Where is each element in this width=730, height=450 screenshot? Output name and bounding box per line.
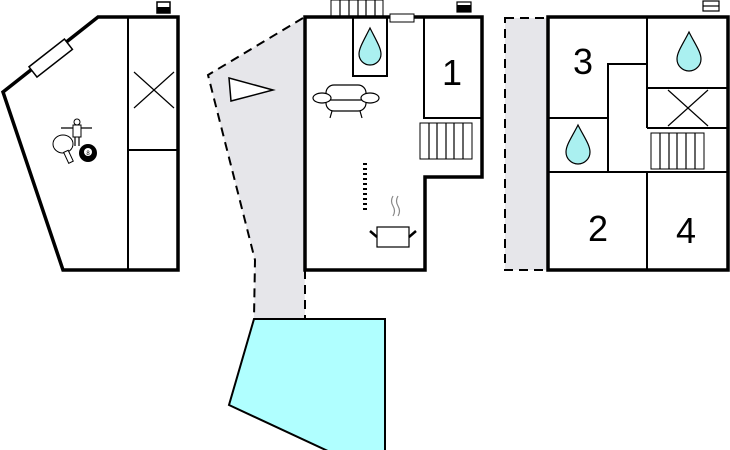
sofa-icon — [312, 84, 380, 119]
stairs-icon — [650, 132, 705, 170]
shower-drop-icon — [358, 26, 382, 66]
left-building: 8 — [0, 1, 180, 272]
terrace-border — [206, 17, 304, 319]
right-building: 3 2 4 — [504, 0, 730, 272]
pool — [227, 318, 386, 450]
storage-x-icon — [667, 89, 709, 127]
foosball-icon — [61, 118, 92, 146]
ping-pong-icon — [52, 134, 74, 164]
shower-drop-icon — [565, 123, 591, 165]
triangle-icon — [228, 76, 276, 102]
room-2-label: 2 — [588, 208, 608, 249]
room-3-label: 3 — [573, 41, 593, 82]
lamp-icon — [702, 0, 720, 12]
storage-x-icon — [133, 71, 175, 109]
room-1-label: 1 — [442, 52, 462, 93]
terrace-area — [504, 17, 549, 271]
lamp-icon — [156, 1, 171, 14]
stairs-icon — [330, 0, 384, 18]
cooking-pot-icon — [369, 195, 417, 248]
billiard-ball-icon: 8 — [79, 144, 97, 162]
stairs-icon — [419, 122, 473, 160]
lamp-icon — [456, 1, 472, 13]
ball-number: 8 — [86, 151, 90, 157]
window-icon — [27, 38, 74, 79]
middle-building: 1 — [303, 0, 484, 272]
room-4-label: 4 — [676, 210, 696, 251]
shower-drop-icon — [676, 30, 702, 72]
window-icon — [389, 13, 415, 23]
terrace-area — [208, 18, 305, 318]
